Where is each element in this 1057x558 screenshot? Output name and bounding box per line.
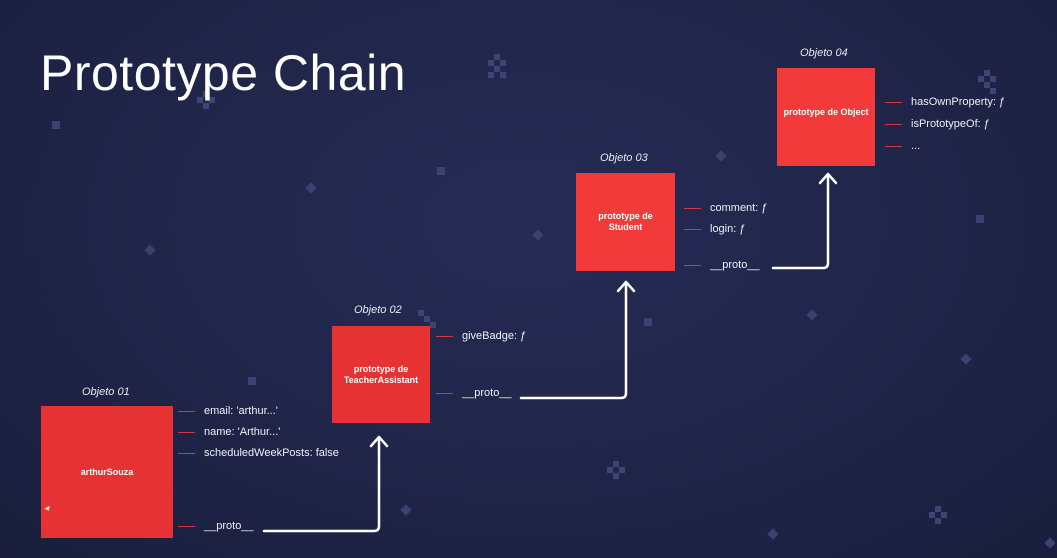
object-4-prop-isprototypeof: isPrototypeOf: ƒ [885, 118, 990, 130]
prop-dash [178, 410, 195, 412]
object-3-prop-login: login: ƒ [684, 223, 745, 235]
proto-text: __proto__ [710, 259, 760, 271]
object-2-label: Objeto 02 [354, 304, 402, 316]
prop-dash [178, 525, 195, 527]
object-4-label: Objeto 04 [800, 47, 848, 59]
object-3-box: prototype de Student [576, 173, 675, 271]
prop-dash [436, 392, 453, 394]
slide-title: Prototype Chain [40, 45, 407, 101]
prop-text: email: 'arthur...' [204, 405, 278, 417]
prop-text: login: ƒ [710, 223, 746, 235]
object-4-box: prototype de Object [777, 68, 875, 166]
object-4-prop-ellipsis: ... [885, 140, 920, 152]
prop-text: ... [911, 140, 921, 152]
object-4-box-text: prototype de Object [783, 106, 869, 117]
prop-dash [684, 228, 701, 230]
prop-text: isPrototypeOf: ƒ [911, 118, 990, 130]
prop-dash [178, 431, 195, 433]
prop-text: comment: ƒ [710, 202, 768, 214]
object-1-box-text: arthurSouza [80, 466, 134, 477]
object-3-label: Objeto 03 [600, 152, 648, 164]
object-1-box: arthurSouza [41, 406, 173, 538]
object-2-prop-givebadge: giveBadge: ƒ [436, 330, 526, 342]
object-2-box-text: prototype de TeacherAssistant [343, 363, 419, 385]
prop-text: hasOwnProperty: ƒ [911, 96, 1006, 108]
prop-dash [885, 123, 902, 125]
prop-text: scheduledWeekPosts: false [204, 447, 339, 459]
prop-dash [178, 452, 195, 454]
prop-dash [885, 101, 902, 103]
prop-dash [684, 264, 701, 266]
prop-dash [684, 207, 701, 209]
object-2-box: prototype de TeacherAssistant [332, 326, 430, 423]
prop-text: giveBadge: ƒ [462, 330, 527, 342]
object-3-prop-comment: comment: ƒ [684, 202, 767, 214]
object-3-box-text: prototype de Student [598, 211, 653, 232]
object-1-proto: __proto__ [178, 520, 254, 532]
object-4-prop-hasownproperty: hasOwnProperty: ƒ [885, 96, 1005, 108]
object-1-prop-name: name: 'Arthur...' [178, 426, 280, 438]
prop-dash [436, 335, 453, 337]
proto-text: __proto__ [204, 520, 254, 532]
prop-text: name: 'Arthur...' [204, 426, 281, 438]
object-3-proto: __proto__ [684, 259, 760, 271]
object-1-prop-scheduled: scheduledWeekPosts: false [178, 447, 339, 459]
object-1-label: Objeto 01 [82, 386, 130, 398]
proto-text: __proto__ [462, 387, 512, 399]
prop-dash [885, 145, 902, 147]
object-2-proto: __proto__ [436, 387, 512, 399]
object-1-prop-email: email: 'arthur...' [178, 405, 278, 417]
